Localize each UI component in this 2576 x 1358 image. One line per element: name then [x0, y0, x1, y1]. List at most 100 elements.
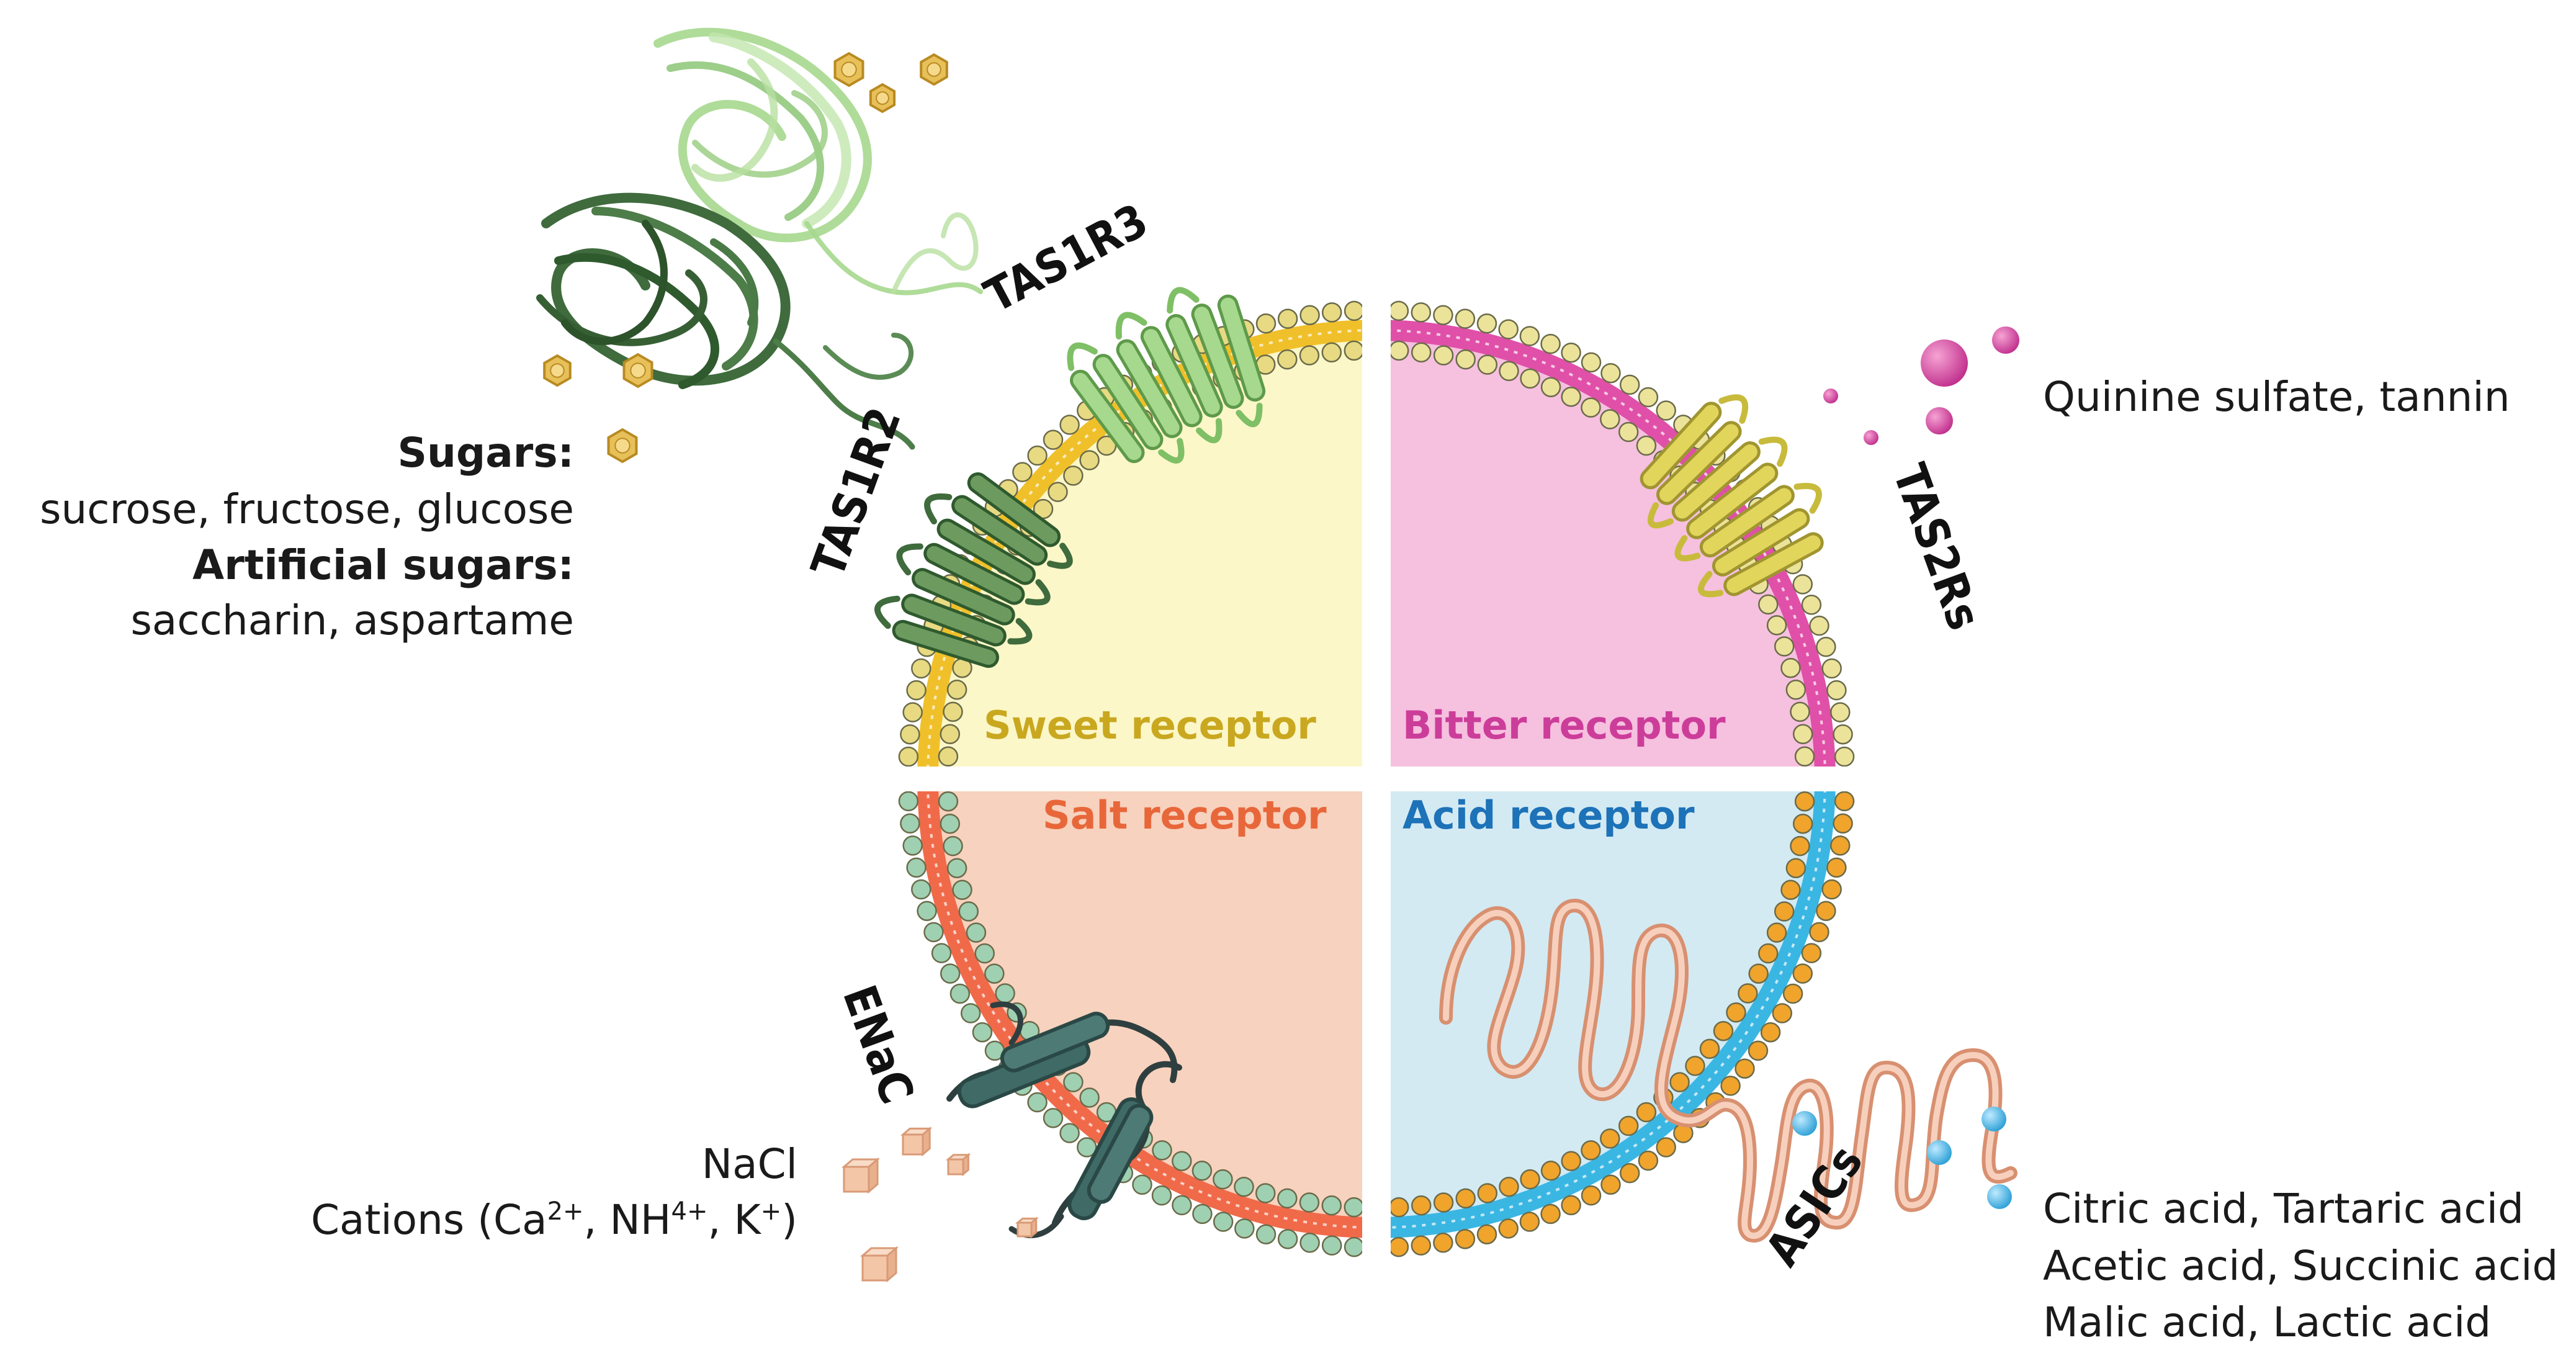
- lipid-head: [1411, 1195, 1432, 1216]
- sugars-list: sucrose, fructose, glucose: [40, 485, 574, 533]
- tas1r3-extracellular-domain: [653, 27, 983, 295]
- lipid-head: [1758, 594, 1779, 615]
- acid-proton: [1987, 1184, 2012, 1209]
- lipid-head: [1726, 1002, 1746, 1023]
- enac-channel: [946, 1001, 1182, 1238]
- salt-ligand-text: NaCl Cations (Ca2+, NH4+, K+): [311, 1140, 797, 1244]
- lipid-head: [952, 879, 972, 901]
- lipid-head: [1618, 421, 1639, 443]
- sugar-molecule-ring: [630, 362, 646, 379]
- lipid-head: [1540, 377, 1561, 397]
- lipid-head: [1344, 1197, 1362, 1218]
- lipid-head: [1600, 1128, 1620, 1149]
- bitter-compound: [1823, 389, 1838, 403]
- lipid-head: [1540, 333, 1561, 354]
- artificial-sugars-list: saccharin, aspartame: [131, 596, 574, 644]
- tas1r2-helix-core: [927, 546, 1022, 602]
- tas2r-loop: [1698, 570, 1724, 598]
- bitter-compound: [1864, 430, 1878, 445]
- lipid-head: [1581, 352, 1602, 373]
- lipid-head: [1561, 1151, 1581, 1171]
- tas1r2-helix-core: [970, 475, 1058, 544]
- tas2r-helix-core: [1643, 405, 1719, 487]
- lipid-head: [1499, 361, 1519, 382]
- tas1r3-helix-core: [1220, 297, 1263, 398]
- lipid-head: [917, 901, 937, 921]
- lipid-head: [1476, 313, 1497, 334]
- lipid-head: [1833, 813, 1853, 834]
- cube-side: [1030, 1216, 1038, 1239]
- lipid-head: [931, 943, 952, 963]
- lipid-head: [1043, 429, 1064, 450]
- lipid-head: [1519, 1212, 1540, 1232]
- sugar-molecule-ring: [876, 91, 889, 105]
- lipid-head: [1782, 983, 1803, 1004]
- acid-ligand-text: Citric acid, Tartaric acid Acetic acid, …: [2043, 1185, 2558, 1346]
- tas1r3-helix-core: [1073, 372, 1142, 461]
- lipid-head: [1411, 342, 1432, 363]
- lipid-head: [938, 791, 959, 812]
- lipid-head: [1048, 482, 1068, 502]
- lipid-head: [1277, 308, 1298, 329]
- cube-face: [1016, 1221, 1033, 1238]
- lipid-head: [1780, 657, 1801, 678]
- cube-side: [962, 1153, 969, 1177]
- lipid-head: [1498, 319, 1519, 340]
- lipid-head: [1638, 1150, 1659, 1171]
- lipid-head: [1830, 835, 1851, 856]
- lipid-head: [1192, 1161, 1213, 1181]
- sweet-ligand-text: Sugars: sucrose, fructose, glucose Artif…: [40, 429, 574, 644]
- lipid-head: [1792, 813, 1813, 834]
- acid-list-line-2: Acetic acid, Succinic acid: [2043, 1242, 2558, 1290]
- lipid-head: [1344, 340, 1362, 361]
- lipid-head: [1455, 1188, 1476, 1209]
- sweet-receptor-proteins: [536, 27, 1266, 668]
- salt-crystal: [841, 1157, 881, 1194]
- acid-list-line-3: Malic acid, Lactic acid: [2043, 1298, 2491, 1346]
- lipid-head: [1277, 349, 1298, 370]
- lipid-head: [1772, 1003, 1793, 1023]
- tas1r2-loop: [896, 543, 923, 576]
- lipid-head: [1790, 835, 1810, 857]
- cube-face: [947, 1158, 964, 1176]
- lipid-head: [1063, 465, 1084, 486]
- lipid-head: [966, 922, 987, 943]
- lipid-head: [1826, 680, 1847, 701]
- lipid-head: [1713, 1020, 1734, 1041]
- bitter-receptor-title: Bitter receptor: [1402, 703, 1726, 748]
- lipid-head: [995, 983, 1015, 1004]
- lipid-head: [1738, 983, 1758, 1004]
- lipid-head: [946, 680, 967, 700]
- lipid-head: [1344, 300, 1362, 322]
- lipid-head: [1699, 1038, 1720, 1059]
- bitter-compound: [1921, 340, 1968, 387]
- lipid-head: [911, 879, 931, 900]
- tas2r-helix-core: [1715, 511, 1807, 573]
- lipid-head: [1059, 1123, 1080, 1143]
- lipid-head: [1498, 1218, 1519, 1239]
- tas1r3-loop: [1236, 402, 1263, 428]
- lipid-head: [1826, 857, 1847, 878]
- sugars-heading: Sugars:: [397, 429, 574, 477]
- lipid-head: [911, 658, 931, 679]
- lipid-head: [1834, 791, 1855, 812]
- tas2r-loop: [1718, 394, 1749, 424]
- salt-receptor-title: Salt receptor: [1043, 793, 1327, 838]
- lipid-head: [1234, 1218, 1255, 1239]
- lipid-head: [1172, 1151, 1192, 1171]
- tas2r-loop: [1793, 483, 1822, 514]
- tas1r3-loop: [1196, 418, 1223, 444]
- cations-text: Cations (Ca2+, NH4+, K+): [311, 1196, 797, 1244]
- lipid-head: [984, 963, 1005, 984]
- lipid-head: [1411, 1235, 1432, 1256]
- lipid-head: [1043, 1108, 1064, 1128]
- salt-crystal: [900, 1126, 933, 1157]
- lipid-head: [1785, 858, 1806, 878]
- bitter-cell-interior: [1390, 329, 1826, 767]
- acid-proton: [1927, 1140, 1952, 1165]
- acid-receptor-title: Acid receptor: [1402, 793, 1695, 838]
- lipid-head: [1299, 305, 1320, 325]
- tas1r2-helix-core: [895, 623, 996, 665]
- lipid-head: [1433, 305, 1453, 325]
- lipid-head: [1321, 1195, 1342, 1216]
